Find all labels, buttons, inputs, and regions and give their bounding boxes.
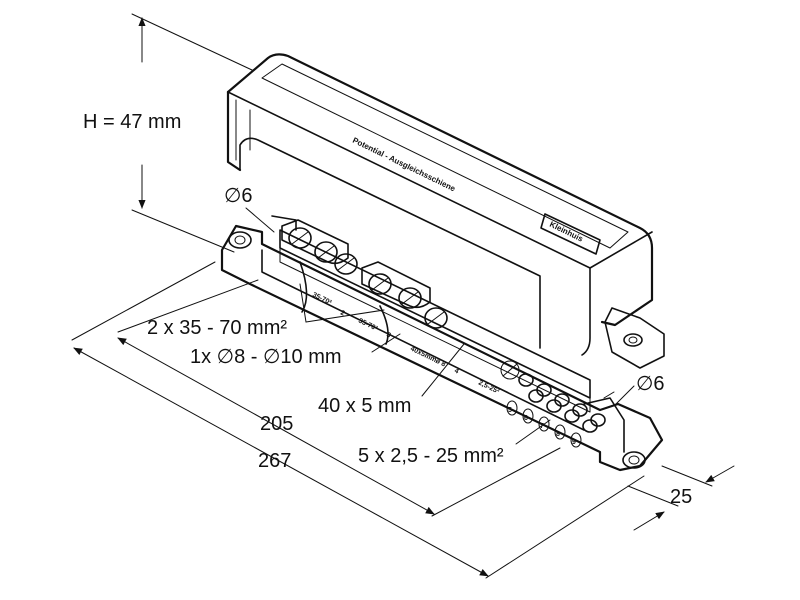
marking-5: 40x5mmø 8 — [409, 346, 446, 369]
leader-large-1 — [299, 283, 307, 323]
cover-outline — [226, 53, 654, 327]
base-left-mount — [228, 231, 252, 249]
terminal-number-9: 9 — [572, 439, 576, 446]
conductor-loop-1 — [299, 261, 308, 313]
large-screw-6 — [424, 307, 448, 329]
terminal-number-7: 7 — [540, 423, 544, 430]
marking-6: 4 — [453, 368, 460, 376]
height-label: H = 47 mm — [83, 111, 181, 133]
flat-bar-side — [279, 247, 591, 413]
width-dimension: 25 — [627, 465, 735, 531]
base-right-tab — [603, 391, 615, 399]
large-screw-2 — [314, 241, 338, 263]
base-left-mount-hole — [234, 235, 246, 245]
large-screw-3-slot — [337, 257, 355, 271]
cover-top-panel — [261, 63, 629, 249]
length-dimensions: 205 267 — [71, 261, 645, 579]
small-hole-4 — [554, 424, 566, 440]
callouts: ∅6 ∅6 2 x 35 - 70 mm² 1x ∅8 - ∅10 mm 40 … — [147, 185, 665, 467]
width-arrow-back — [705, 465, 735, 483]
large-screw-5-slot — [401, 291, 419, 305]
round-conductor-screw-slot — [502, 363, 518, 377]
cover-right-lug — [604, 307, 665, 369]
base-right-mount-hole — [628, 455, 640, 465]
round-conductor-label: 1x ∅8 - ∅10 mm — [190, 346, 342, 368]
marking-2: 2 — [339, 310, 346, 318]
large-terminal-label: 2 x 35 - 70 mm² — [147, 317, 287, 339]
small-hole-5 — [570, 432, 582, 448]
hole-diameter-right: ∅6 — [636, 373, 665, 395]
small-screw-7 — [546, 399, 562, 413]
small-hole-3 — [538, 416, 550, 432]
marking-1: 35-70² — [311, 292, 333, 307]
small-hole-1 — [506, 400, 518, 416]
width-label: 25 — [670, 486, 692, 508]
leader-small — [515, 419, 551, 445]
cover-lug-hole — [623, 333, 643, 347]
small-screw-8 — [564, 409, 580, 423]
terminal-number-5: 5 — [508, 407, 512, 414]
leader-hole-right — [613, 385, 635, 407]
width-arrow-front — [633, 511, 665, 531]
base-right-post — [583, 397, 625, 453]
large-clamps — [281, 219, 520, 380]
cover-title: Potential - Ausgleichsschiene — [351, 136, 457, 194]
small-terminal-holes — [506, 400, 582, 448]
marking-4: 3 — [385, 332, 392, 340]
terminal-number-8: 8 — [556, 431, 560, 438]
length-extension-right — [485, 475, 645, 579]
large-screw-6-slot — [427, 311, 445, 325]
large-screw-1-slot — [291, 231, 309, 245]
width-extension-back — [661, 465, 713, 487]
cover-left-end — [226, 90, 242, 172]
length-inner-extension-left — [117, 279, 259, 333]
small-terminal-label: 5 x 2,5 - 25 mm² — [358, 445, 504, 467]
flat-bar-label: 40 x 5 mm — [318, 395, 411, 417]
base-left-post — [271, 215, 297, 231]
length-inner-label: 205 — [260, 413, 293, 435]
leader-large-2 — [305, 309, 385, 323]
small-screw-1 — [518, 373, 534, 387]
cover-right-top-edge — [589, 231, 653, 269]
height-extension-bottom — [131, 209, 235, 253]
large-screw-2-slot — [317, 245, 335, 259]
width-extension-front — [627, 485, 679, 507]
length-extension-left — [71, 261, 216, 341]
marking-7: 2,5-25² — [477, 380, 501, 396]
large-screw-4 — [368, 273, 392, 295]
small-screw-6 — [528, 389, 544, 403]
height-extension-top — [131, 13, 253, 71]
base-right-mount — [622, 451, 646, 469]
large-screw-5 — [398, 287, 422, 309]
terminal-number-6: 6 — [524, 415, 528, 422]
large-clamp-2 — [361, 261, 431, 309]
leader-hole-left — [245, 207, 275, 233]
small-screw-9 — [582, 419, 598, 433]
large-screw-1 — [288, 227, 312, 249]
cover-front-face — [239, 137, 541, 349]
small-hole-2 — [522, 408, 534, 424]
small-terminals — [506, 373, 606, 448]
cover-front-edge — [227, 91, 591, 356]
large-screw-3 — [334, 253, 358, 275]
height-dimension: H = 47 mm — [83, 13, 253, 253]
flat-bar — [279, 229, 591, 413]
cover-lug-hole-inner — [628, 336, 638, 344]
length-outer-line — [73, 347, 489, 577]
large-screw-4-slot — [371, 277, 389, 291]
hole-diameter-left: ∅6 — [224, 185, 253, 207]
marking-3: 35-70² — [357, 318, 379, 333]
brand-badge — [540, 213, 601, 255]
round-conductor-screw — [500, 360, 520, 380]
length-outer-label: 267 — [258, 450, 291, 472]
small-terminal-row-bottom — [528, 389, 598, 433]
